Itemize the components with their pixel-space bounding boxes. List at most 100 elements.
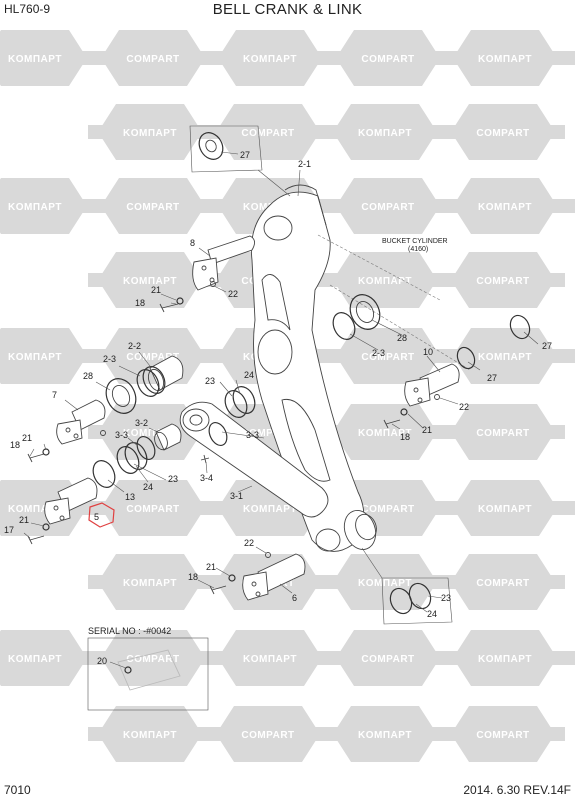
revision-date: 2014. 6.30 REV.14F <box>463 783 571 797</box>
watermark-band <box>208 651 332 665</box>
watermark-band <box>441 575 565 589</box>
label-28b[interactable]: 28 <box>397 333 407 343</box>
watermark-text: KOMПAPT <box>8 54 62 65</box>
washer-21a[interactable] <box>176 297 184 305</box>
part-5-highlight[interactable] <box>88 502 115 528</box>
bolt-18d[interactable] <box>209 585 227 595</box>
label-13[interactable]: 13 <box>125 492 135 502</box>
label-24c[interactable]: 24 <box>427 609 437 619</box>
watermark-band <box>206 125 330 139</box>
washer-21b[interactable] <box>42 448 50 456</box>
watermark-text: KOMПAPT <box>243 54 297 65</box>
label-24b[interactable]: 24 <box>143 482 153 492</box>
nipple-22-link[interactable] <box>100 430 106 436</box>
watermark-band <box>326 51 450 65</box>
label-21e[interactable]: 21 <box>206 562 216 572</box>
label-7[interactable]: 7 <box>52 390 57 400</box>
seal-2-3b[interactable] <box>329 309 359 343</box>
watermark-band <box>206 727 330 741</box>
bolt-18a[interactable] <box>159 303 179 313</box>
washer-21e[interactable] <box>228 574 236 582</box>
watermark-band <box>91 199 215 213</box>
bolt-17[interactable] <box>27 535 45 545</box>
watermark-text: COMPART <box>126 654 179 665</box>
label-3-1[interactable]: 3-1 <box>230 491 243 501</box>
watermark-band <box>443 501 567 515</box>
link-assembly[interactable] <box>179 401 329 518</box>
label-27c[interactable]: 27 <box>542 341 552 351</box>
label-18a[interactable]: 18 <box>135 298 145 308</box>
label-21a[interactable]: 21 <box>151 285 161 295</box>
label-2-3a[interactable]: 2-3 <box>103 354 116 364</box>
watermark-text: KOMПAPT <box>478 654 532 665</box>
label-27b[interactable]: 27 <box>487 373 497 383</box>
shim-13[interactable] <box>89 457 119 491</box>
label-8[interactable]: 8 <box>190 238 195 248</box>
shim-28b[interactable] <box>345 290 386 334</box>
seal-2-3a[interactable] <box>133 363 169 400</box>
label-21d[interactable]: 21 <box>422 425 432 435</box>
watermark-text: KOMПAPT <box>8 654 62 665</box>
washer-21c[interactable] <box>42 523 50 531</box>
shim-28a[interactable] <box>101 374 142 418</box>
grease-fitting-3-4[interactable] <box>200 454 210 464</box>
shim-27b[interactable] <box>454 345 478 372</box>
watermark-band <box>441 125 565 139</box>
note-cylinder-line2: (4160) <box>408 246 428 253</box>
shim-27c[interactable] <box>507 312 533 341</box>
watermark-band <box>323 727 447 741</box>
watermark-text: KOMПAPT <box>123 578 177 589</box>
watermark-text: KOMПAPT <box>123 276 177 287</box>
pin-10[interactable] <box>404 363 460 407</box>
bolt-18b[interactable] <box>27 453 45 463</box>
callout-box-bottom[interactable] <box>361 547 453 625</box>
label-3-3a[interactable]: 3-3 <box>115 430 128 440</box>
label-22c[interactable]: 22 <box>244 538 254 548</box>
label-3-4[interactable]: 3-4 <box>200 473 213 483</box>
callout-box-top <box>189 125 291 197</box>
label-22b[interactable]: 22 <box>459 402 469 412</box>
label-10[interactable]: 10 <box>423 347 433 357</box>
nipple-22b[interactable] <box>434 394 440 400</box>
label-2-2[interactable]: 2-2 <box>128 341 141 351</box>
label-28a[interactable]: 28 <box>83 371 93 381</box>
label-3-3b[interactable]: 3-3 <box>246 430 259 440</box>
seals-23b-24b[interactable] <box>113 439 151 477</box>
label-23b[interactable]: 23 <box>168 474 178 484</box>
pin-6[interactable] <box>242 553 306 601</box>
watermark-text: COMPART <box>476 428 529 439</box>
washer-21d[interactable] <box>400 408 408 416</box>
label-22a[interactable]: 22 <box>228 289 238 299</box>
nipple-22c[interactable] <box>265 552 271 558</box>
watermark-text: COMPART <box>241 128 294 139</box>
label-2-3b[interactable]: 2-3 <box>372 348 385 358</box>
label-23a[interactable]: 23 <box>205 376 215 386</box>
label-27a[interactable]: 27 <box>240 150 250 160</box>
watermark-band <box>208 51 332 65</box>
watermark-band <box>443 51 567 65</box>
watermark-band <box>88 575 212 589</box>
pin-7[interactable] <box>56 399 106 445</box>
label-2-1[interactable]: 2-1 <box>298 159 311 169</box>
label-18c[interactable]: 18 <box>400 432 410 442</box>
label-3-2[interactable]: 3-2 <box>135 418 148 428</box>
watermark-band <box>323 575 447 589</box>
bell-crank-body[interactable] <box>250 184 471 554</box>
label-20[interactable]: 20 <box>97 656 107 666</box>
watermark-band <box>561 199 575 213</box>
shim-27a[interactable] <box>194 128 227 163</box>
label-6[interactable]: 6 <box>292 593 297 603</box>
nipple-22a[interactable] <box>210 281 216 287</box>
label-21c[interactable]: 21 <box>19 515 29 525</box>
label-5[interactable]: 5 <box>94 512 99 522</box>
label-23c[interactable]: 23 <box>441 593 451 603</box>
label-17[interactable]: 17 <box>4 525 14 535</box>
label-24a[interactable]: 24 <box>244 370 254 380</box>
seal-3-3[interactable] <box>134 420 231 463</box>
bushing-3-2[interactable] <box>152 423 182 452</box>
label-18d[interactable]: 18 <box>188 572 198 582</box>
label-18b[interactable]: 18 <box>10 440 20 450</box>
label-21b[interactable]: 21 <box>22 433 32 443</box>
bolt-18c[interactable] <box>383 419 401 429</box>
pin-5[interactable] <box>44 477 98 525</box>
